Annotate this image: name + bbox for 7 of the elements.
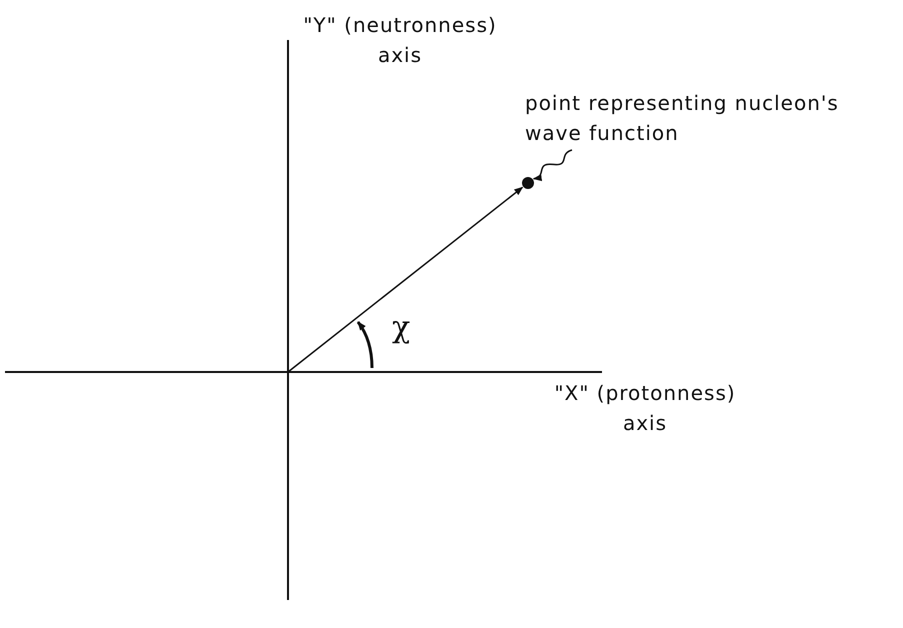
point-dot (522, 177, 534, 189)
vector-arrow (288, 186, 524, 373)
angle-label: χ (392, 309, 412, 347)
leader-line (532, 149, 572, 180)
axis-label: "Y" (neutronness) axis (302, 12, 498, 69)
callout-text: point representing nucleon's wave function (525, 88, 845, 148)
axis-label: "X" (protonness) axis (553, 380, 737, 437)
